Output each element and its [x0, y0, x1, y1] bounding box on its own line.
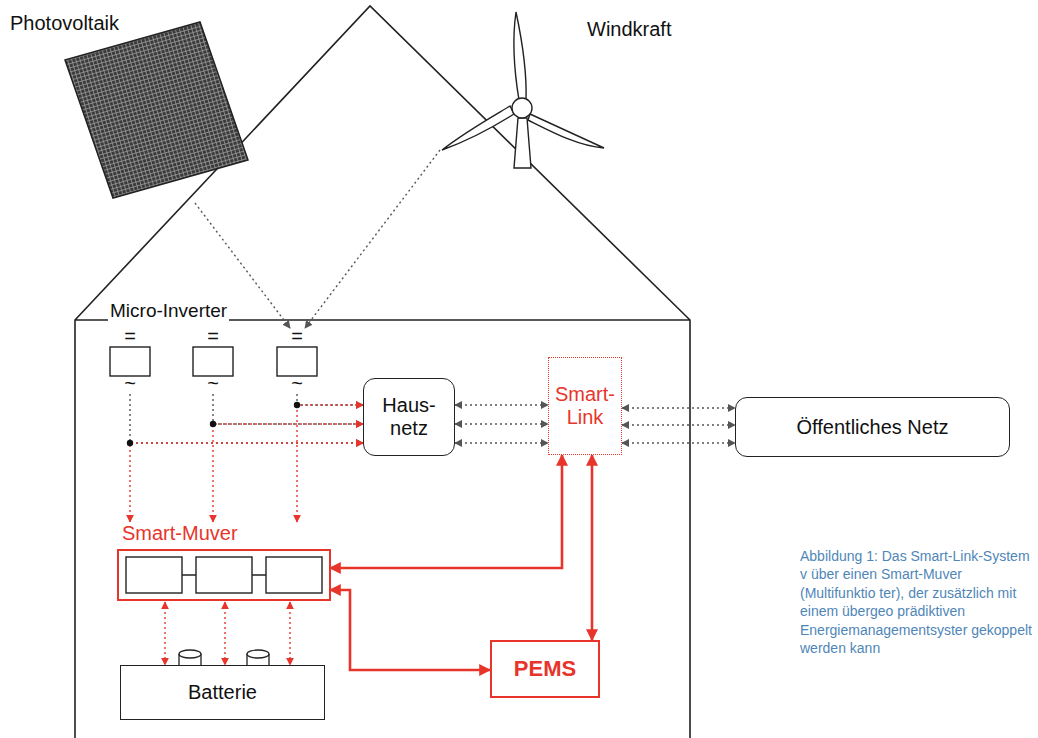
smart-link-box: Smart- Link — [548, 357, 622, 455]
connector — [164, 602, 165, 665]
connector — [330, 590, 490, 670]
ac-symbol: ~ — [277, 373, 317, 393]
node-text: Batterie — [188, 681, 257, 704]
connector — [455, 442, 548, 443]
pems-box: PEMS — [490, 640, 600, 698]
junction-dot — [294, 402, 300, 408]
connector — [622, 407, 735, 408]
figure-caption: Abbildung 1: Das Smart-Link-System v übe… — [800, 547, 1032, 658]
junction-dot — [210, 421, 216, 427]
micro-inverter: =~ — [193, 328, 233, 394]
connector — [130, 443, 363, 522]
muver-frame — [118, 550, 330, 600]
node-text: Smart- Link — [555, 383, 615, 429]
ac-symbol: ~ — [193, 373, 233, 393]
connector — [224, 602, 225, 665]
dc-symbol: = — [110, 326, 150, 346]
connector — [213, 424, 363, 522]
pv-panel — [65, 22, 248, 198]
dc-symbol: = — [193, 326, 233, 346]
micro-inverter: =~ — [110, 328, 150, 394]
part-label: Micro-Inverter — [108, 300, 229, 322]
dc-symbol: = — [277, 326, 317, 346]
battery-box: Batterie — [120, 665, 325, 720]
muver-module — [126, 557, 322, 593]
illustration-node: Windkraft — [440, 8, 700, 248]
micro-inverter: =~ — [277, 328, 317, 394]
connector — [297, 405, 363, 522]
node-text: Öffentliches Netz — [797, 416, 949, 439]
ac-symbol: ~ — [110, 373, 150, 393]
wind-turbine — [442, 12, 604, 168]
connector — [297, 394, 363, 405]
connector — [130, 394, 363, 443]
house-grid-box: Haus- netz — [363, 378, 455, 456]
connector — [330, 455, 562, 568]
connector — [305, 150, 440, 328]
illustration-node: Photovoltaik — [5, 8, 255, 203]
node-text: Haus- netz — [370, 394, 448, 440]
connector — [289, 602, 290, 665]
wind-label: Windkraft — [585, 18, 673, 41]
connector — [455, 423, 548, 424]
muver-label: Smart-Muver — [120, 522, 240, 545]
connector — [622, 424, 735, 425]
inverter-box — [110, 347, 317, 376]
junction-dot — [127, 440, 133, 446]
connector — [622, 442, 735, 443]
smart-muver: Smart-Muver — [118, 522, 330, 602]
connector — [591, 455, 594, 640]
pv-label: Photovoltaik — [8, 12, 121, 35]
public-grid-box: Öffentliches Netz — [735, 397, 1010, 457]
node-text: PEMS — [514, 656, 576, 681]
connector — [213, 394, 363, 424]
connector — [455, 404, 548, 405]
